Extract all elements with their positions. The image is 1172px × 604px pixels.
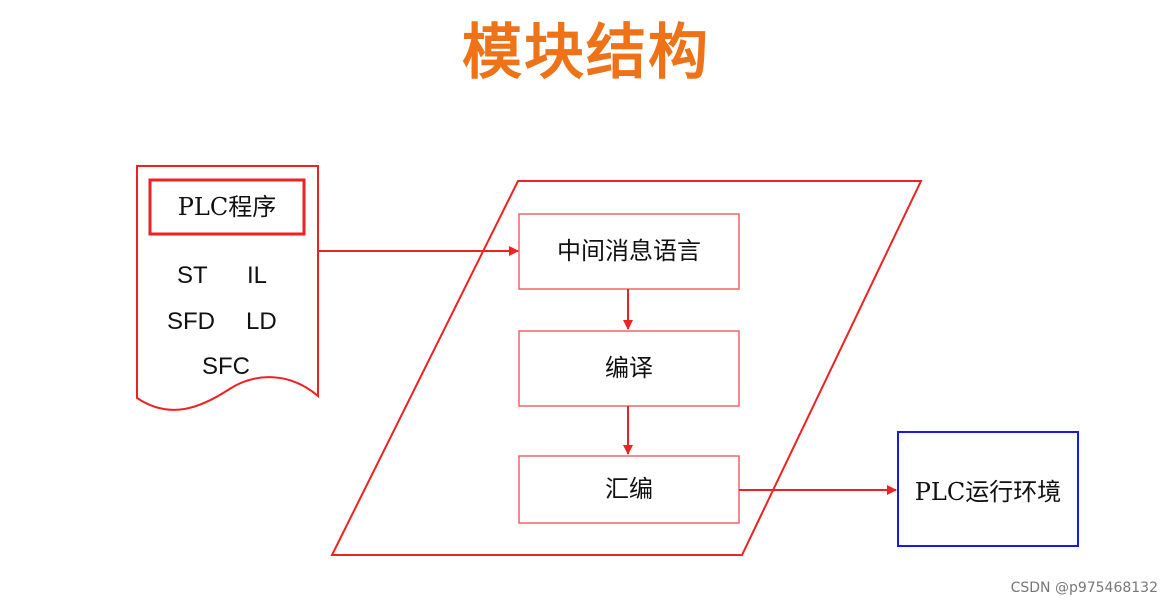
environment-label: PLC运行环境 [914,478,1062,506]
language-label-ld: LD [246,308,277,335]
stage-label-intermediate: 中间消息语言 [557,237,701,265]
stage-label-compile: 编译 [605,354,653,382]
stage-box-intermediate [518,213,740,290]
environment-box [897,431,1079,547]
language-label-st: ST [177,262,208,289]
language-label-il: IL [247,262,268,289]
watermark: CSDN @p975468132 [1010,580,1158,596]
stage-box-compile [518,330,740,407]
language-label-sfd: SFD [167,308,215,335]
stage-label-assemble: 汇编 [605,475,653,503]
language-label-sfc: SFC [202,353,250,380]
program-header-box [148,178,306,236]
slide-title: 模块结构 [462,18,710,88]
compiler-parallelogram [330,180,923,556]
program-header-label: PLC程序 [177,193,277,221]
